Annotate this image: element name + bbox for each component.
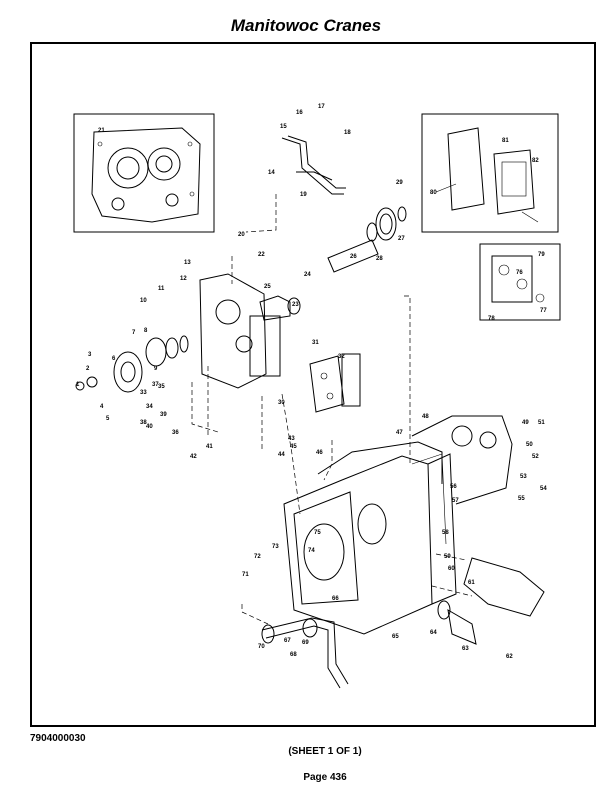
callout-68: 68	[290, 652, 297, 658]
callout-46: 46	[316, 450, 323, 456]
callout-45: 45	[290, 444, 297, 450]
callout-36: 36	[172, 430, 179, 436]
callout-66: 66	[332, 596, 339, 602]
callout-17: 17	[318, 104, 325, 110]
callout-4: 4	[100, 404, 104, 410]
callout-7: 7	[132, 330, 136, 336]
callout-22: 22	[258, 252, 265, 258]
callout-34: 34	[146, 404, 153, 410]
callout-42: 42	[190, 454, 197, 460]
callout-28: 28	[376, 256, 383, 262]
callout-72: 72	[254, 554, 261, 560]
callout-64: 64	[430, 630, 437, 636]
callout-21: 21	[98, 128, 105, 134]
callout-81: 81	[502, 138, 509, 144]
callout-63: 63	[462, 646, 469, 652]
callout-26: 26	[350, 254, 357, 260]
callout-75: 75	[314, 530, 321, 536]
callout-12: 12	[180, 276, 187, 282]
inset-cover-plate	[479, 243, 561, 321]
callout-44: 44	[278, 452, 285, 458]
callout-30: 30	[278, 400, 285, 406]
callout-80: 80	[430, 190, 437, 196]
transmission-case	[283, 415, 545, 635]
callout-57: 57	[452, 498, 459, 504]
callout-9: 9	[154, 366, 158, 372]
callout-32: 32	[338, 354, 345, 360]
inset-housing-detail	[73, 113, 215, 233]
callout-labels: 1 2 3 4 5 6 7 8 9 10 11 12 13 14 15 16 1…	[76, 104, 547, 660]
callout-73: 73	[272, 544, 279, 550]
callout-13: 13	[184, 260, 191, 266]
callout-65: 65	[392, 634, 399, 640]
exploded-parts-diagram: 1 2 3 4 5 6 7 8 9 10 11 12 13 14 15 16 1…	[73, 104, 561, 689]
callout-41: 41	[206, 444, 213, 450]
callout-82: 82	[532, 158, 539, 164]
callout-3: 3	[88, 352, 92, 358]
drawing-frame	[30, 42, 596, 727]
callout-37: 37	[152, 382, 159, 388]
callout-51: 51	[538, 420, 545, 426]
suction-tube	[261, 600, 477, 689]
callout-48: 48	[422, 414, 429, 420]
callout-38: 38	[140, 420, 147, 426]
page-title: Manitowoc Cranes	[230, 16, 382, 35]
callout-55: 55	[518, 496, 525, 502]
callout-2: 2	[86, 366, 90, 372]
shaft-gear	[327, 206, 407, 273]
callout-23: 23	[292, 302, 299, 308]
callout-29: 29	[396, 180, 403, 186]
document-number: 7904000030	[30, 733, 86, 744]
control-valve	[309, 353, 361, 413]
callout-10: 10	[140, 298, 147, 304]
callout-58: 58	[442, 530, 449, 536]
callout-16: 16	[296, 110, 303, 116]
callout-56: 56	[450, 484, 457, 490]
callout-78: 78	[488, 316, 495, 322]
tube-assembly	[281, 135, 346, 195]
callout-33: 33	[140, 390, 147, 396]
callout-71: 71	[242, 572, 249, 578]
callout-43: 43	[288, 436, 295, 442]
callout-76: 76	[516, 270, 523, 276]
callout-52: 52	[532, 454, 539, 460]
callout-18: 18	[344, 130, 351, 136]
callout-53: 53	[520, 474, 527, 480]
callout-79: 79	[538, 252, 545, 258]
callout-11: 11	[158, 286, 165, 292]
inset-valve-cover	[421, 113, 559, 233]
callout-49: 49	[522, 420, 529, 426]
callout-54: 54	[540, 486, 547, 492]
callout-40: 40	[146, 424, 153, 430]
callout-77: 77	[540, 308, 547, 314]
callout-27: 27	[398, 236, 405, 242]
callout-31: 31	[312, 340, 319, 346]
callout-70: 70	[258, 644, 265, 650]
callout-8: 8	[144, 328, 148, 334]
callout-14: 14	[268, 170, 275, 176]
front-housing	[75, 273, 301, 393]
callout-25: 25	[264, 284, 271, 290]
callout-67: 67	[284, 638, 291, 644]
sheet-indicator: (SHEET 1 OF 1)	[288, 746, 362, 757]
callout-59: 59	[444, 554, 451, 560]
callout-69: 69	[302, 640, 309, 646]
callout-50: 50	[526, 442, 533, 448]
callout-60: 60	[448, 566, 455, 572]
callout-61: 61	[468, 580, 475, 586]
callout-47: 47	[396, 430, 403, 436]
callout-20: 20	[238, 232, 245, 238]
callout-24: 24	[304, 272, 311, 278]
callout-1: 1	[76, 382, 80, 388]
callout-5: 5	[106, 416, 110, 422]
page-number: Page 436	[303, 772, 347, 783]
callout-74: 74	[308, 548, 315, 554]
callout-35: 35	[158, 384, 165, 390]
callout-19: 19	[300, 192, 307, 198]
callout-15: 15	[280, 124, 287, 130]
callout-62: 62	[506, 654, 513, 660]
leader-lines	[191, 194, 473, 625]
callout-39: 39	[160, 412, 167, 418]
callout-6: 6	[112, 356, 116, 362]
